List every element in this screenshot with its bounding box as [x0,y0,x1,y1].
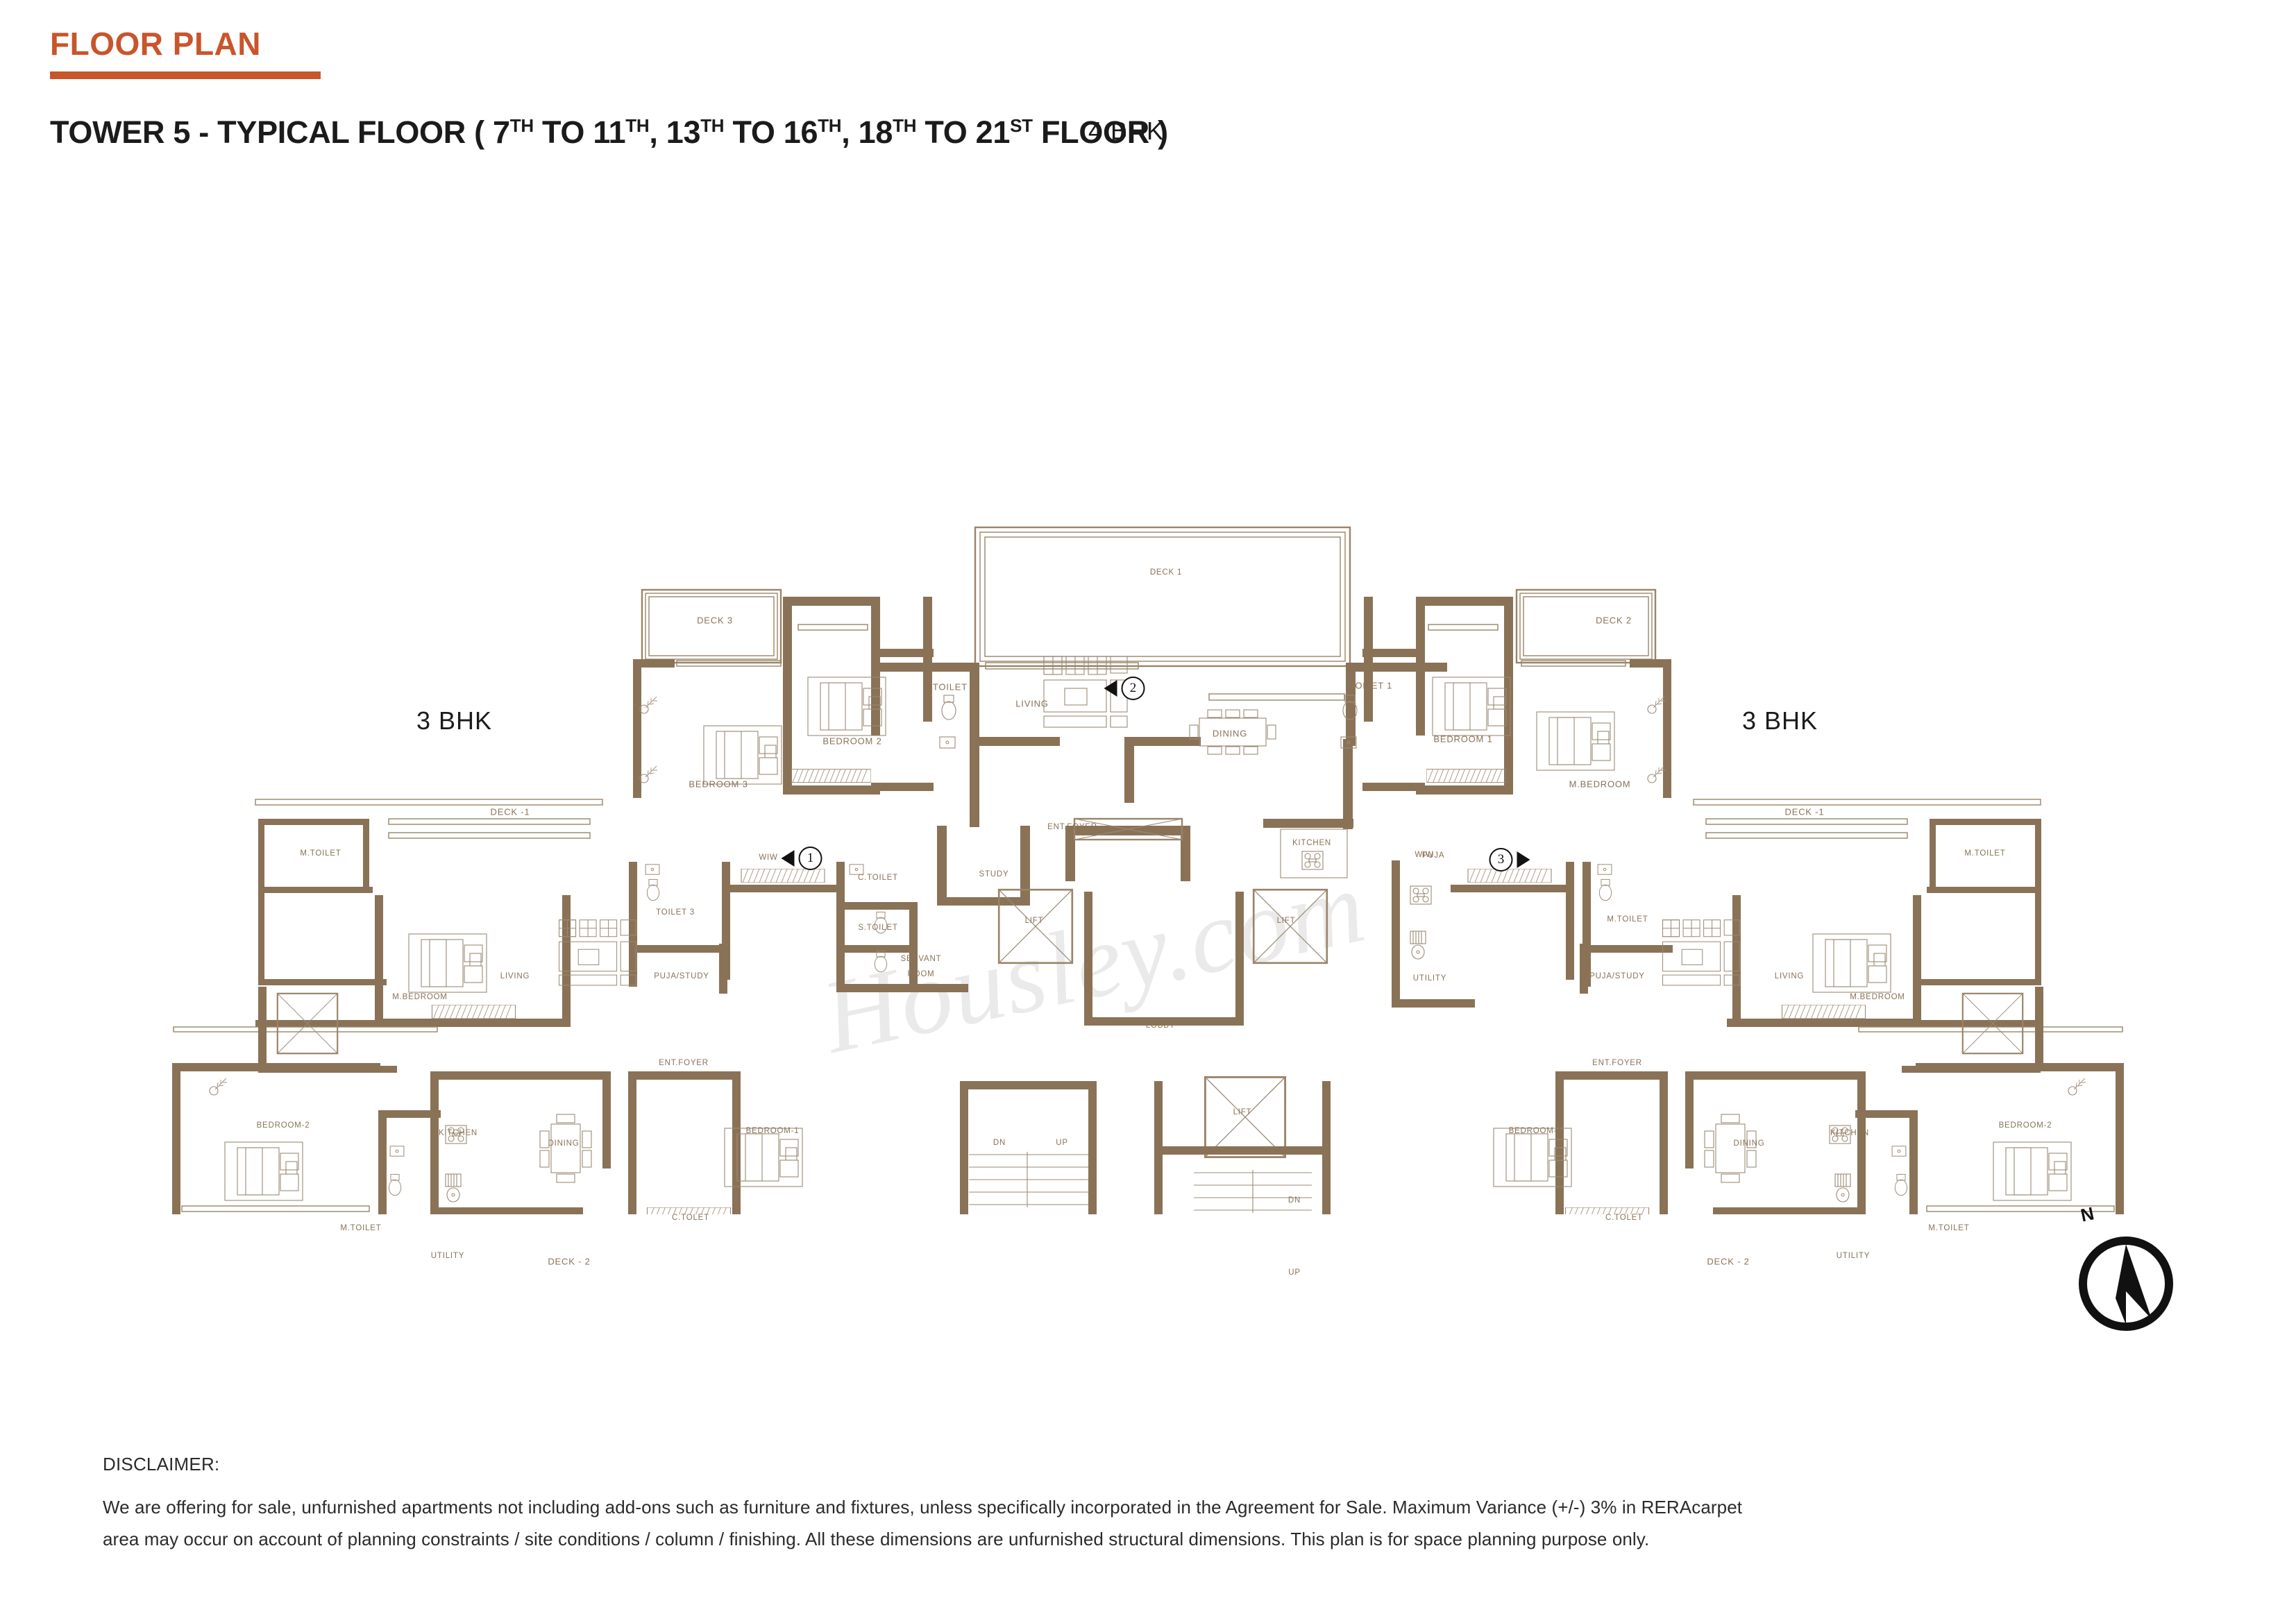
section-label: FLOOR PLAN [50,26,261,62]
key-marker-number: 1 [798,847,822,870]
room-label: UP [1056,1139,1068,1147]
room-label: C.TOLET [1605,1214,1643,1222]
room-label: BEDROOM-2 [256,1121,310,1130]
room-label: KITCHEN [1292,839,1332,847]
room-label: C.TOILET [858,874,898,882]
room-label: M.TOILET [1928,1224,1970,1232]
room-label: M.BEDROOM [1850,993,1905,1001]
room-label: DN [1288,1196,1301,1205]
unit-tag-3bhk-left: 3 BHK [416,706,493,735]
key-marker-2: 2 [1104,677,1145,700]
room-label: BEDROOM 1 [1433,733,1493,745]
room-label: TOILET 3 [656,908,695,917]
room-label: PUJA/STUDY [1589,972,1645,980]
room-label: DECK - 2 [548,1256,591,1267]
arrow-left-icon [781,850,795,867]
floor-plan-canvas: Housley.com .w { fill:#8a7257; stroke:no… [0,117,2296,1277]
room-label: PUJA/STUDY [654,972,709,980]
room-label: BEDROOM 3 [689,779,748,790]
room-label: UTILITY [1836,1252,1871,1260]
room-label: BEDROOM 2 [822,736,882,747]
room-label: TOILET 1 [1349,680,1393,691]
floor-plan-drawing: .w { fill:#8a7257; stroke:none; } .tl { … [172,526,2124,1214]
room-label: ENT.FOYER [659,1059,709,1067]
room-label: DECK - 2 [1707,1256,1750,1267]
room-label: LIFT [1276,917,1296,925]
arrow-left-icon [1104,680,1117,697]
room-label: DINING [1733,1139,1765,1148]
page-header: FLOOR PLAN [50,28,321,79]
key-marker-number: 2 [1121,677,1145,700]
unit-tag-3bhk-right: 3 BHK [1742,706,1818,735]
arrow-right-icon [1517,851,1530,868]
room-label: DECK -1 [1784,806,1825,817]
room-label: C.TOLET [672,1214,709,1222]
room-label: KITCHEN [1830,1129,1870,1137]
room-label: UTILITY [430,1252,465,1260]
room-label: DECK 3 [697,615,733,626]
room-label: BEDROOM-2 [1998,1121,2052,1130]
key-marker-1: 1 [781,847,822,870]
room-label: DN [993,1139,1006,1147]
room-label: DECK 1 [1149,568,1183,577]
room-label: KITCHEN [438,1129,478,1137]
room-label: WIW [1415,851,1434,859]
room-label: LOBBY [1145,1021,1176,1030]
disclaimer-title: DISCLAIMER: [103,1454,220,1475]
room-label: SERVANT [900,955,942,963]
room-label: WIW [759,853,778,862]
room-label: TOILET 2 [932,681,977,692]
key-marker-number: 3 [1489,848,1513,872]
room-label: PUJA [1421,851,1445,860]
unit-tag-4bhk: 4 BHK [1088,117,1165,145]
room-label: M.TOILET [1964,849,2006,858]
room-label: LIVING [500,972,530,980]
room-label: STUDY [979,870,1009,878]
room-label: BEDROOM-1 [1508,1127,1562,1135]
room-label: DINING [1212,728,1248,739]
room-label: ROOM [907,970,935,978]
disclaimer-line-1: We are offering for sale, unfurnished ap… [103,1497,1743,1518]
room-label: BEDROOM-1 [745,1127,800,1135]
disclaimer-block: DISCLAIMER: We are offering for sale, un… [103,1454,2199,1555]
room-label: M.BEDROOM [392,993,448,1001]
disclaimer-line-2: area may occur on account of planning co… [103,1528,1650,1549]
room-label: LIVING [1774,972,1805,980]
room-label: DINING [548,1139,580,1148]
room-label: M.TOILET [340,1224,382,1232]
room-label: ENT.FOYER [1047,823,1097,831]
room-label: DECK 2 [1596,615,1632,626]
room-label: ENT.FOYER [1592,1059,1642,1067]
room-label: UTILITY [1412,974,1447,983]
room-label: M.TOILET [300,849,341,858]
room-label: M.BEDROOM [1569,779,1631,790]
accent-underline [50,71,321,79]
room-label: UP [1288,1268,1301,1277]
room-label: LIVING [1015,698,1049,709]
room-label: LIFT [1233,1108,1252,1116]
page-title: TOWER 5 - TYPICAL FLOOR ( 7TH TO 11TH, 1… [50,114,1168,150]
room-label: M.TOILET [1607,915,1648,924]
key-marker-3: 3 [1489,848,1530,872]
room-label: DECK -1 [490,806,530,817]
compass-icon [2079,1237,2173,1331]
room-label: S.TOILET [858,924,898,932]
room-label: LIFT [1024,917,1044,925]
